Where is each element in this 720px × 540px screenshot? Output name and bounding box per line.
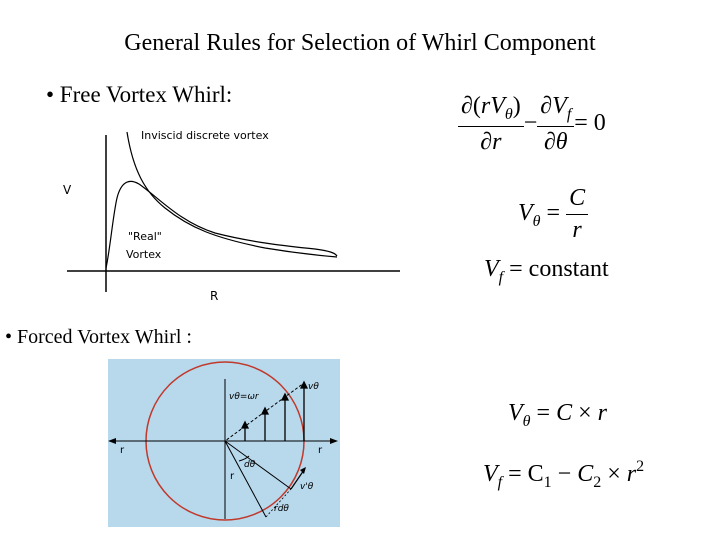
- velocity-arrows: [240, 380, 309, 441]
- right-arrowhead: [330, 438, 338, 444]
- eq1-minus: −: [523, 110, 538, 137]
- equation-continuity: ∂(rVθ) ∂r − ∂Vf ∂θ = 0: [458, 93, 606, 156]
- label-r-center: r: [230, 471, 235, 482]
- v-theta-prime-arrow: [290, 469, 305, 490]
- label-v-theta-omega-r: vθ=ωr: [229, 392, 260, 402]
- equation-axial-constant: Vf = constant: [484, 256, 609, 286]
- eq1-num2: ∂Vf: [537, 93, 575, 127]
- graph-y-label: V: [63, 183, 72, 197]
- eq1-den2: ∂θ: [543, 129, 568, 155]
- annotation-inviscid: Inviscid discrete vortex: [141, 129, 269, 142]
- graph-x-label: R: [210, 289, 218, 303]
- label-r-d-theta: rdθ: [274, 504, 289, 514]
- eq2-fraction: C r: [566, 185, 589, 244]
- v-theta-prime-arrowhead: [300, 467, 306, 474]
- eq1-fraction-1: ∂(rVθ) ∂r: [458, 93, 524, 156]
- eq1-den1: ∂r: [480, 129, 502, 155]
- annotation-real-2: Vortex: [126, 248, 162, 261]
- label-r-left: r: [120, 445, 125, 456]
- annotation-real-1: "Real": [128, 230, 162, 243]
- real-vortex-curve: [105, 180, 338, 269]
- inviscid-curve: [126, 131, 338, 258]
- left-arrowhead: [108, 438, 116, 444]
- radius-line-angled: [224, 440, 292, 490]
- radius-line-down: [224, 440, 267, 518]
- d-theta-arc: [238, 455, 250, 462]
- equation-free-vortex: Vθ = C r: [518, 185, 589, 244]
- label-v-theta-prime: v'θ: [300, 482, 314, 492]
- label-d-theta: dθ: [244, 460, 256, 470]
- bullet-forced-vortex: • Forced Vortex Whirl :: [5, 326, 192, 348]
- eq1-num1: ∂(rVθ): [458, 93, 524, 127]
- bullet-free-vortex: • Free Vortex Whirl:: [46, 82, 233, 107]
- eq1-fraction-2: ∂Vf ∂θ: [537, 93, 575, 156]
- slide-title: General Rules for Selection of Whirl Com…: [124, 30, 596, 56]
- equation-forced-vortex: Vθ = C × r: [508, 400, 607, 430]
- eq1-rhs: = 0: [574, 110, 606, 137]
- free-vortex-graph: Inviscid discrete vortex "Real" Vortex V…: [63, 129, 400, 303]
- forced-vortex-diagram: r r r vθ=ωr vθ v'θ dθ rdθ: [108, 359, 340, 527]
- label-r-right: r: [318, 445, 323, 456]
- label-v-theta: vθ: [308, 382, 319, 392]
- equation-forced-axial: Vf = C1 − C2 × r2: [483, 458, 645, 491]
